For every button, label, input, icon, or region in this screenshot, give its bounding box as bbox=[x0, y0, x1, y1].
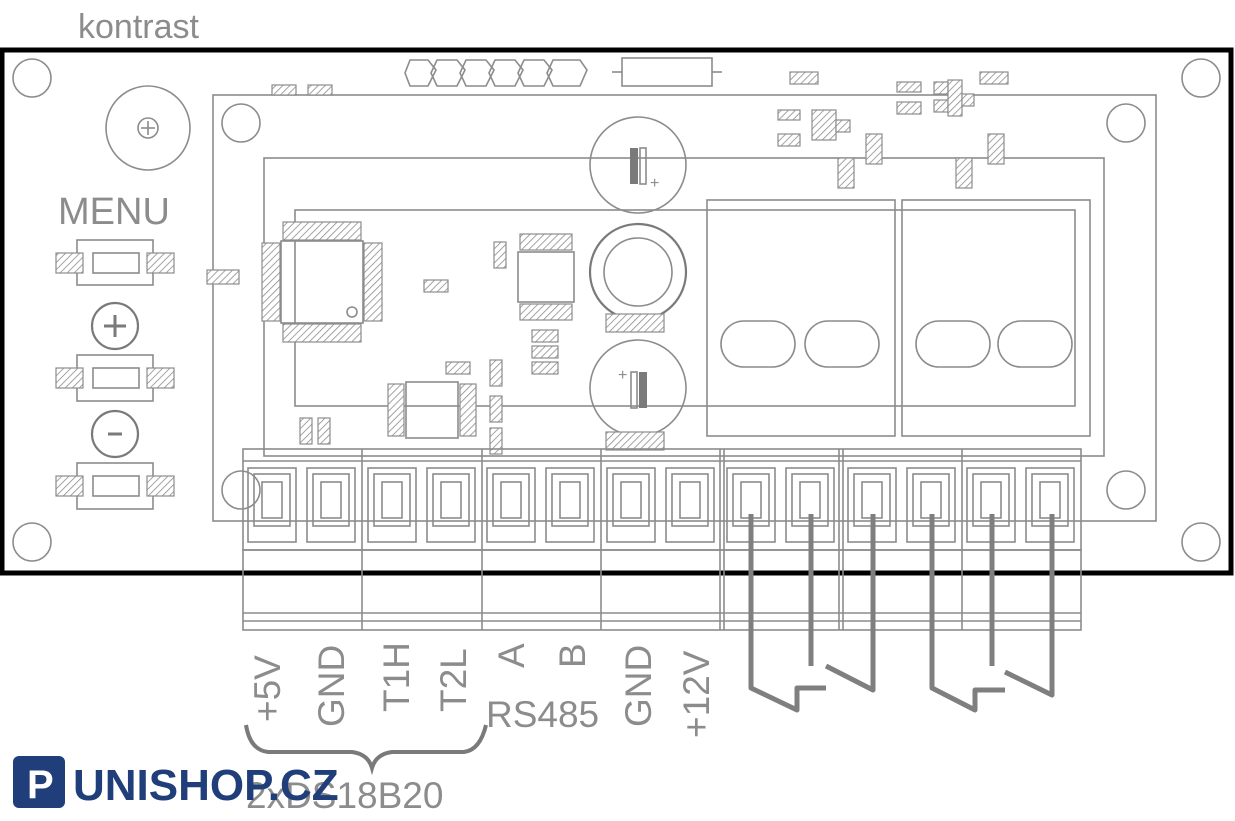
mounting-holes bbox=[12, 58, 1221, 562]
capacitor-top: + bbox=[589, 116, 687, 214]
relay-2 bbox=[901, 199, 1091, 437]
board-outline bbox=[0, 47, 1234, 576]
pin-labels: +5V GND T1H T2L A B GND +12V bbox=[247, 642, 717, 738]
pin-label-a: A bbox=[491, 643, 532, 668]
unishop-logo: P UNISHOP.CZ bbox=[13, 756, 339, 810]
pin-label-b: B bbox=[552, 643, 593, 668]
relay-terminal-wires bbox=[748, 514, 1055, 713]
resistor-top bbox=[612, 57, 722, 87]
kontrast-label: kontrast bbox=[78, 8, 199, 46]
pin-header bbox=[404, 59, 588, 87]
menu-button bbox=[55, 239, 175, 286]
minus-button bbox=[55, 409, 175, 510]
terminal-screws bbox=[247, 467, 1075, 543]
rs485-label: RS485 bbox=[486, 694, 599, 735]
terminal-block bbox=[242, 448, 1082, 631]
relay-1 bbox=[706, 199, 896, 437]
buzzer bbox=[588, 222, 688, 333]
pin-label-t2l: T2L bbox=[433, 648, 474, 712]
svg-text:+: + bbox=[618, 367, 627, 384]
display-module bbox=[212, 94, 1157, 522]
pin-label-5v: +5V bbox=[247, 655, 288, 722]
plus-button bbox=[55, 301, 175, 402]
svg-text:+: + bbox=[650, 175, 659, 192]
mcu-chip bbox=[261, 221, 383, 343]
soic-chip-2 bbox=[387, 381, 477, 439]
capacitor-bottom: + bbox=[589, 339, 687, 451]
menu-label: MENU bbox=[58, 191, 170, 233]
pin-label-12v: +12V bbox=[676, 650, 717, 738]
contrast-potentiometer-icon bbox=[105, 85, 191, 171]
logo-mark: P bbox=[27, 763, 54, 807]
soic-chip-1 bbox=[517, 233, 575, 321]
pin-label-gnd1: GND bbox=[311, 645, 352, 727]
pin-label-gnd2: GND bbox=[618, 645, 659, 727]
logo-text: UNISHOP.CZ bbox=[73, 761, 339, 810]
sensor-label: 2xDS18B20 bbox=[246, 775, 443, 816]
sensor-brace bbox=[244, 724, 488, 776]
smd-components bbox=[206, 71, 1009, 455]
pin-label-t1h: T1H bbox=[376, 642, 417, 712]
